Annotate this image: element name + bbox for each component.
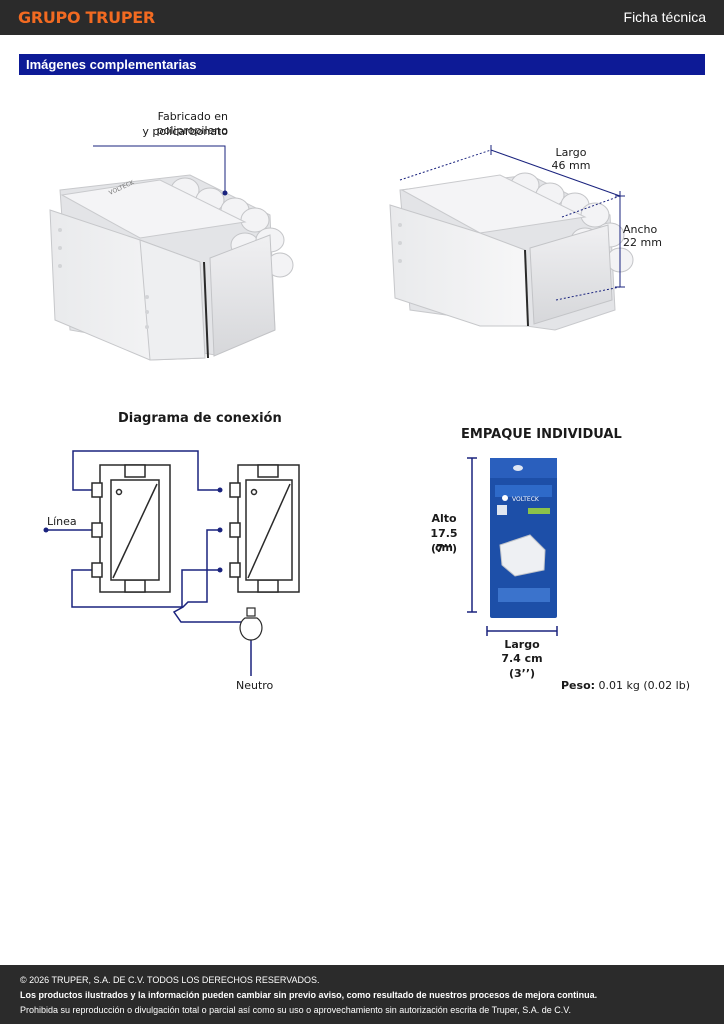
largo-label: Largo [555, 146, 587, 159]
largo-pack-label: Largo [504, 638, 540, 651]
packaging-title: EMPAQUE INDIVIDUAL [461, 427, 622, 442]
footer-notice: Los productos ilustrados y la informació… [20, 990, 598, 1000]
alto-cm: 17.5 cm [430, 527, 458, 554]
lamp-icon [239, 607, 263, 641]
line-label: Línea [47, 515, 77, 528]
largo-value: 46 mm [551, 159, 591, 172]
largo-pack-in: (3’’) [508, 667, 536, 680]
top-bar: GRUPO TRUPER Ficha técnica [0, 0, 724, 35]
footer: © 2026 TRUPER, S.A. DE C.V. TODOS LOS DE… [0, 965, 724, 1024]
footer-copyright: © 2026 TRUPER, S.A. DE C.V. TODOS LOS DE… [20, 975, 320, 985]
material-callout-line1: Fabricado en polipropileno [156, 110, 228, 137]
neutral-label: Neutro [236, 679, 274, 692]
alto-label: Alto [431, 512, 457, 525]
switch-symbol-1 [91, 464, 171, 593]
switch-symbol-2 [229, 464, 300, 593]
packaging-bag-brand: VOLTECK [512, 496, 540, 503]
largo-pack-cm: 7.4 cm [501, 652, 543, 665]
switch-module-image: VOLTECK [49, 174, 294, 361]
callout-dot [222, 190, 228, 196]
document-type: Ficha técnica [623, 9, 706, 25]
brand-logo: GRUPO TRUPER [18, 8, 155, 27]
material-callout-line2: y policarbonato [142, 125, 228, 138]
weight: Peso: 0.01 kg (0.02 lb) [561, 679, 690, 693]
weight-value: 0.01 kg (0.02 lb) [598, 679, 690, 692]
material-callout-line [93, 145, 226, 193]
switch-module-image-2 [389, 172, 634, 331]
connection-diagram-title: Diagrama de conexión [118, 411, 282, 426]
section-title: Imágenes complementarias [26, 57, 197, 72]
footer-prohibition: Prohibida su reproducción o divulgación … [20, 1005, 571, 1015]
packaging-bag: VOLTECK [490, 458, 557, 618]
diagram-wiring [46, 450, 252, 676]
alto-in: (7’’) [430, 542, 458, 555]
weight-label: Peso: [561, 679, 596, 692]
ancho-label: Ancho [623, 223, 658, 236]
packaging-dimension-lines [467, 457, 558, 636]
section-header: Imágenes complementarias [19, 54, 705, 75]
ancho-value: 22 mm [623, 236, 662, 249]
